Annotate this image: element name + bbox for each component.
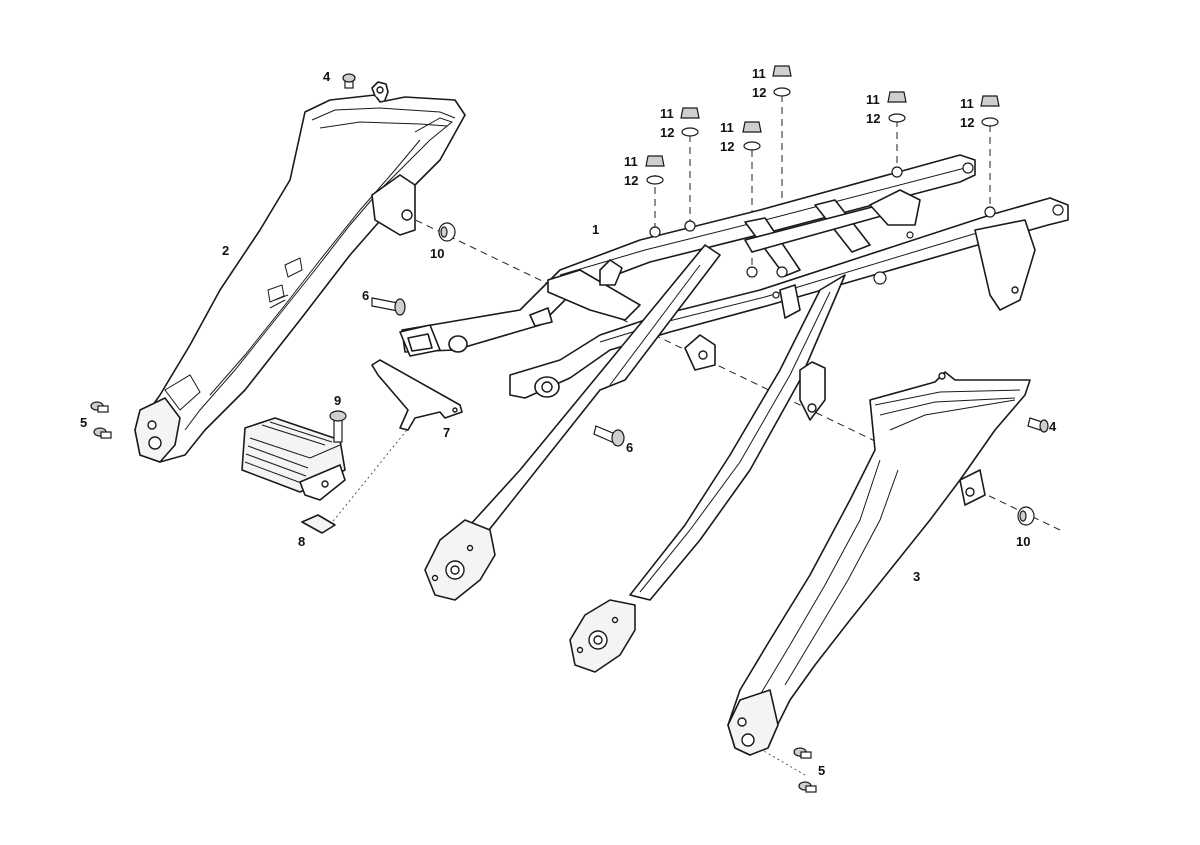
grommet-10-right[interactable]: [1017, 506, 1035, 526]
callout-10: 10: [430, 246, 444, 261]
callout-11: 11: [660, 106, 674, 121]
callout-10: 10: [1016, 534, 1030, 549]
rear-subframe[interactable]: [399, 154, 1069, 673]
callout-labels: 1 2 3 4 4 5 5 6 6 7 8 9 10 10 11 12 11 1…: [80, 66, 1057, 778]
callout-3: 3: [913, 569, 920, 584]
bracket-plate[interactable]: [371, 359, 463, 431]
callout-5: 5: [80, 415, 87, 430]
left-side-cover[interactable]: [134, 81, 466, 463]
screw-5-left[interactable]: [90, 401, 112, 439]
callout-6: 6: [626, 440, 633, 455]
nut-washer-stack[interactable]: [645, 65, 1000, 185]
callout-12: 12: [720, 139, 734, 154]
screw-4-right[interactable]: [1027, 417, 1049, 433]
bolt-6-left[interactable]: [371, 297, 406, 316]
screw-5-right[interactable]: [793, 747, 817, 793]
callout-11: 11: [752, 66, 766, 81]
bolt-6-right[interactable]: [593, 425, 625, 447]
callout-11: 11: [720, 120, 734, 135]
callout-11: 11: [960, 96, 974, 111]
voltage-regulator[interactable]: [241, 417, 346, 501]
callout-12: 12: [960, 115, 974, 130]
callout-1: 1: [592, 222, 599, 237]
screw-4-top[interactable]: [342, 73, 356, 89]
callout-6: 6: [362, 288, 369, 303]
callout-2: 2: [222, 243, 229, 258]
callout-4: 4: [1049, 419, 1057, 434]
callout-7: 7: [443, 425, 450, 440]
bolt-9[interactable]: [329, 410, 347, 443]
callout-11: 11: [866, 92, 880, 107]
callout-5: 5: [818, 763, 825, 778]
callout-12: 12: [752, 85, 766, 100]
callout-11: 11: [624, 154, 638, 169]
callout-8: 8: [298, 534, 305, 549]
callout-12: 12: [660, 125, 674, 140]
callout-12: 12: [866, 111, 880, 126]
callout-9: 9: [334, 393, 341, 408]
right-side-cover[interactable]: [727, 371, 1031, 756]
clip-8[interactable]: [301, 514, 336, 534]
callout-12: 12: [624, 173, 638, 188]
grommet-10-left[interactable]: [438, 222, 456, 242]
callout-4: 4: [323, 69, 331, 84]
